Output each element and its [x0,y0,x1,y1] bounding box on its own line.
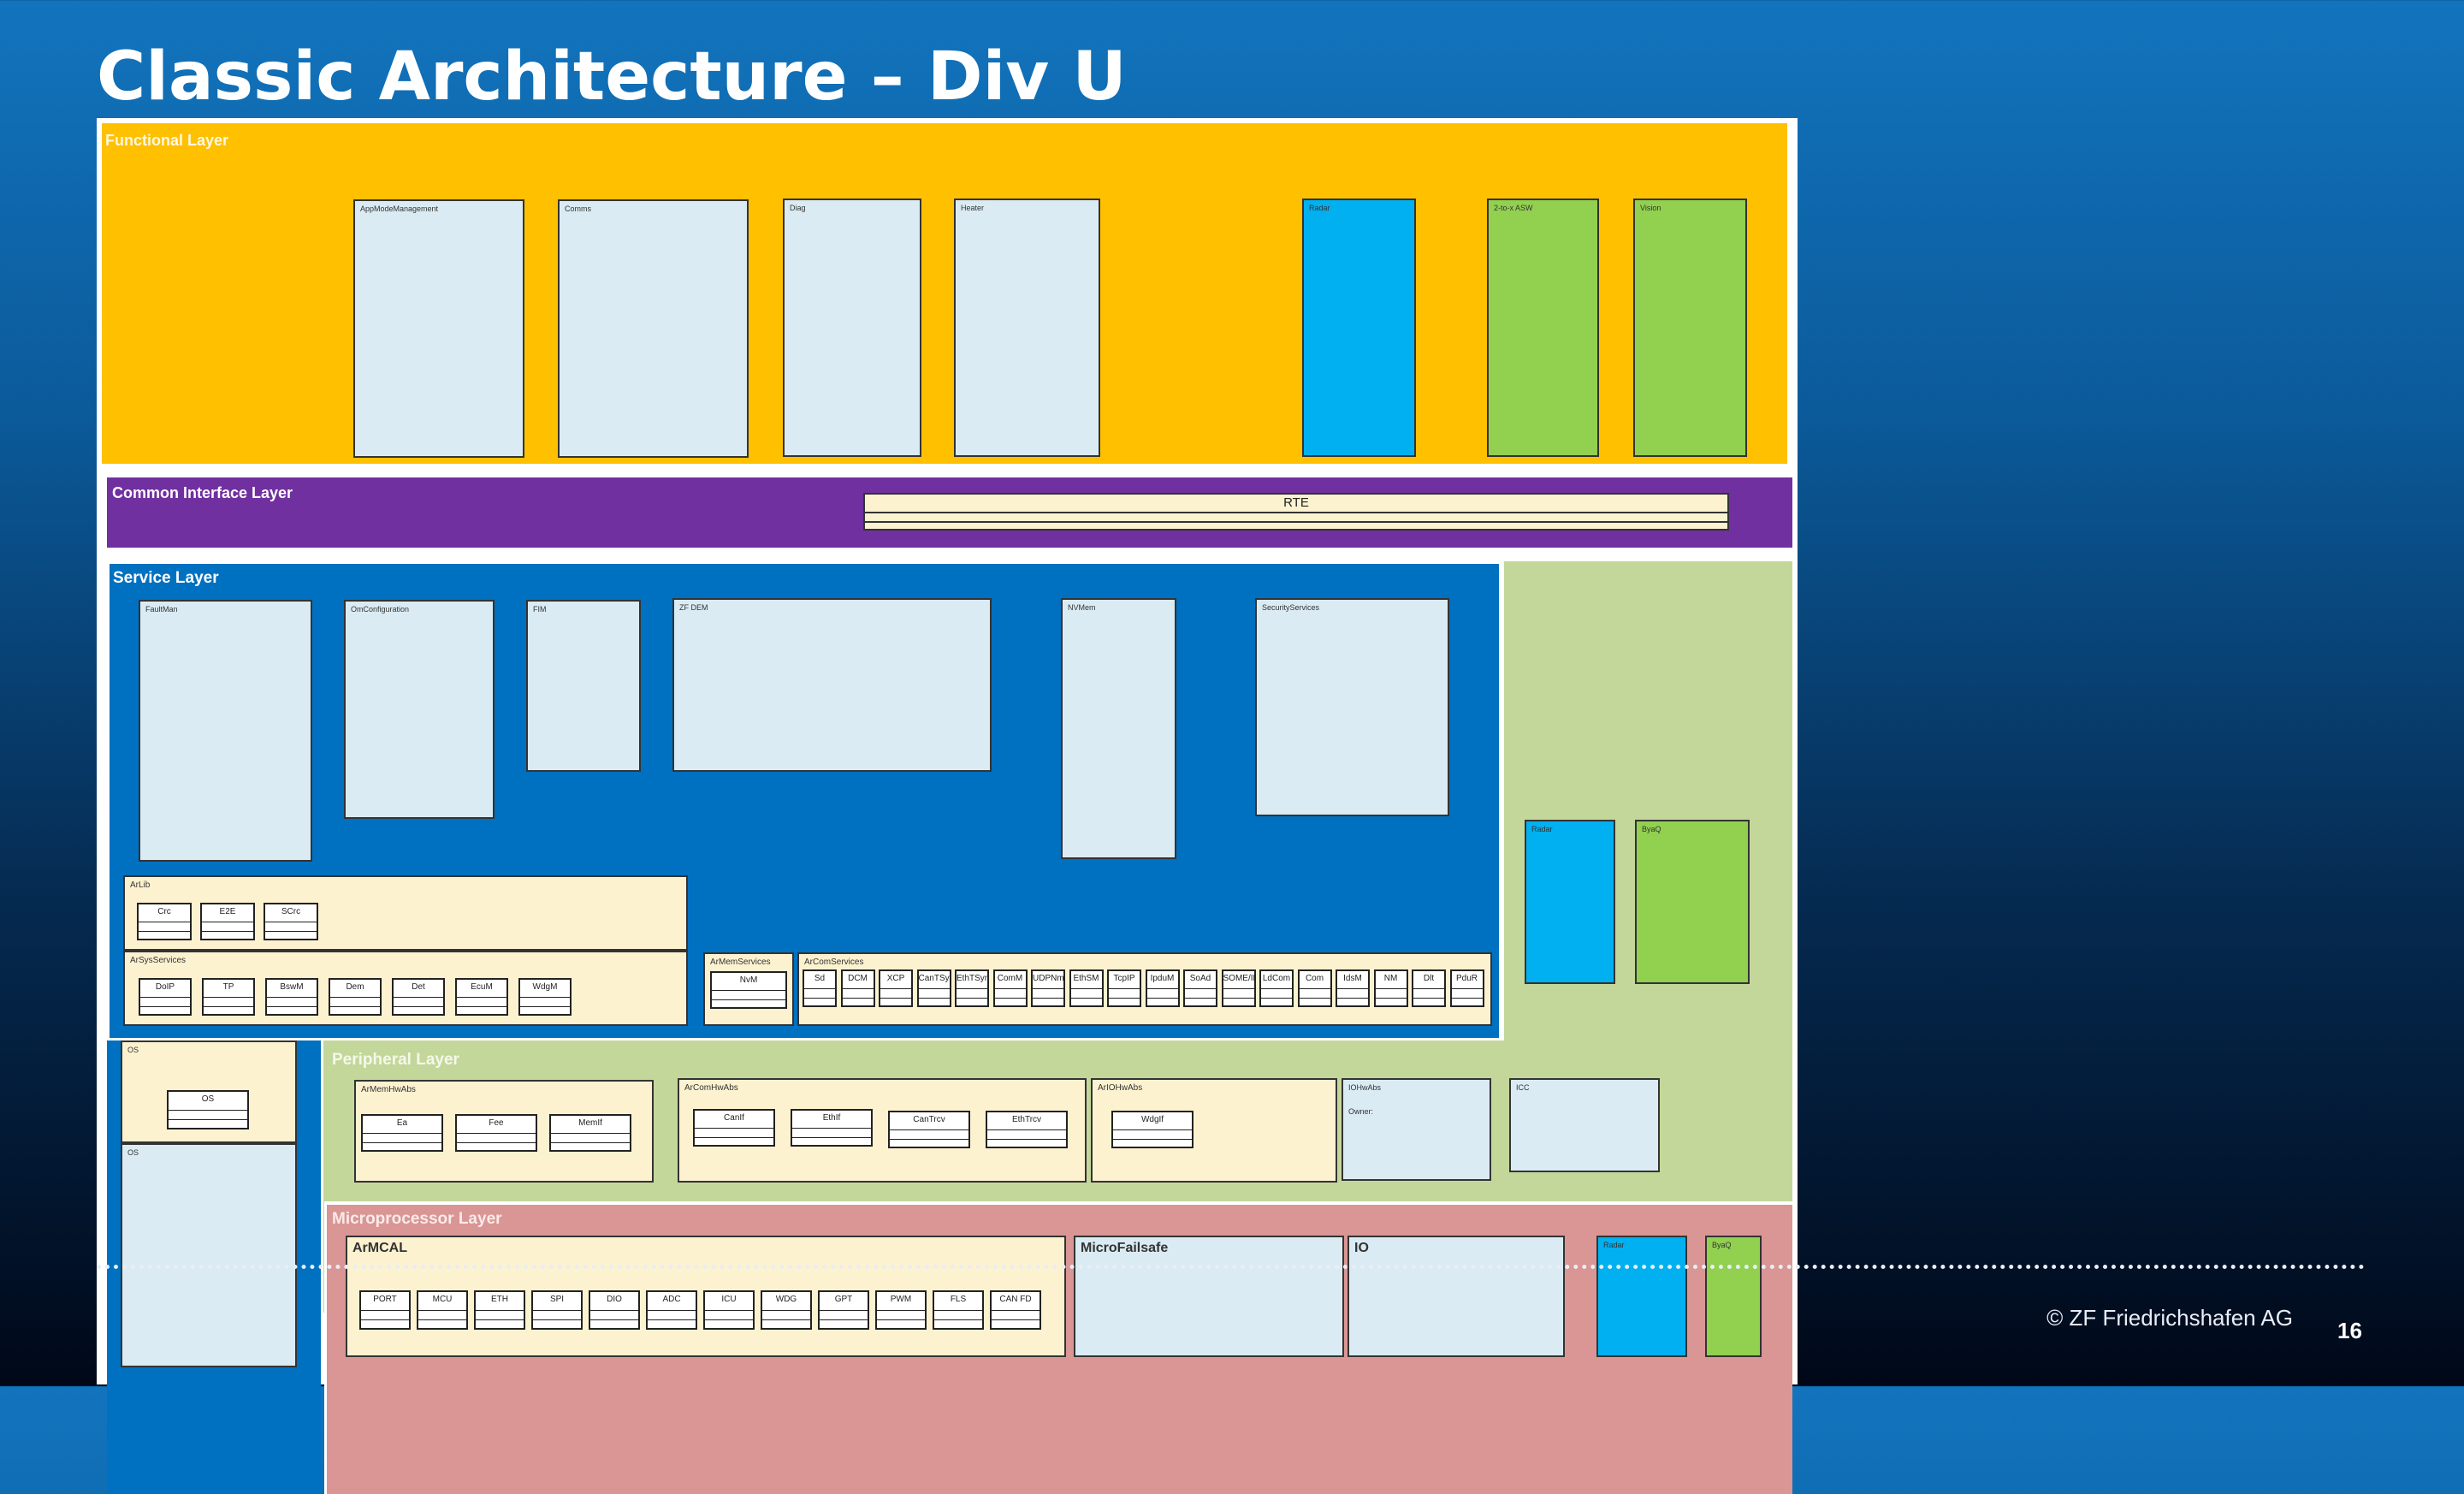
footer-divider [97,1265,2366,1269]
os-top-box: OS OS [121,1040,297,1143]
service-side-area: Radar ByaQ [1504,561,1792,1040]
module-ethif: EthIf [791,1109,873,1147]
component-2-to-x-asw: 2-to-x ASW [1487,199,1599,457]
microfailsafe-box: MicroFailsafe [1074,1236,1344,1357]
ariohwabs-group: ArIOHwAbs WdgIf [1091,1078,1337,1183]
module-e2e: E2E [200,903,255,940]
component-securityservices: SecurityServices [1255,598,1449,816]
component-diag: Diag [783,199,921,457]
service-layer-label: Service Layer [113,569,219,587]
armem-group: ArMemServices NvM [703,952,794,1026]
module-ethsm: EthSM [1069,969,1104,1007]
microprocessor-layer-label: Microprocessor Layer [332,1210,502,1228]
component-vision: Vision [1633,199,1747,457]
module-some-ip: SOME/IP [1221,969,1256,1007]
module-scrc: SCrc [264,903,318,940]
module-pdur: PduR [1449,969,1484,1007]
module-tp: TP [202,978,255,1016]
component-omconfiguration: OmConfiguration [344,600,495,819]
module-eth: ETH [474,1290,525,1330]
micro-radar: Radar [1596,1236,1687,1357]
module-dem: Dem [329,978,382,1016]
module-nm: NM [1373,969,1408,1007]
component-fim: FIM [526,600,641,772]
module-dcm: DCM [840,969,875,1007]
architecture-diagram: Functional Layer AppModeManagement Comms… [97,118,1798,1494]
module-fee: Fee [455,1114,537,1152]
module-udpnm: UDPNm [1031,969,1065,1007]
module-ecum: EcuM [455,978,508,1016]
module-mcu: MCU [417,1290,468,1330]
module-soad: SoAd [1183,969,1217,1007]
io-box: IO [1348,1236,1565,1357]
functional-layer: Functional Layer AppModeManagement Comms… [102,123,1787,464]
component-radar: Radar [1302,199,1416,457]
module-os: OS [167,1090,249,1129]
module-xcp: XCP [879,969,913,1007]
module-cantsyn: CanTSyn [916,969,951,1007]
common-interface-layer: Common Interface Layer RTE [107,477,1792,548]
module-det: Det [392,978,445,1016]
module-com: Com [1297,969,1332,1007]
page-title: Classic Architecture – Div U [97,39,1127,116]
module-idsm: IdsM [1336,969,1370,1007]
module-dlt: Dlt [1412,969,1446,1007]
arcomhwabs-group: ArComHwAbs CanIf EthIf CanTrcv EthTrcv [678,1078,1087,1183]
component-comms: Comms [558,199,749,458]
module-dio: DIO [589,1290,640,1330]
component-appmodemanagement: AppModeManagement [353,199,524,458]
module-wdgif: WdgIf [1111,1111,1194,1148]
module-nvm: NvM [710,971,787,1009]
service-byaq: ByaQ [1635,820,1750,984]
module-comm: ComM [992,969,1028,1007]
peripheral-layer-label: Peripheral Layer [332,1051,459,1069]
module-doip: DoIP [139,978,192,1016]
icc-box: ICC [1509,1078,1660,1172]
module-pwm: PWM [875,1290,927,1330]
copyright-text: © ZF Friedrichshafen AG [2046,1305,2293,1331]
module-bswm: BswM [265,978,318,1016]
module-gpt: GPT [818,1290,869,1330]
module-wdg: WDG [761,1290,812,1330]
functional-layer-label: Functional Layer [105,132,229,149]
arcom-group: ArComServices SdDCMXCPCanTSynEthTSynComM… [797,952,1492,1026]
module-tcpip: TcpIP [1107,969,1141,1007]
module-adc: ADC [646,1290,697,1330]
module-ldcom: LdCom [1259,969,1294,1007]
component-heater: Heater [954,199,1100,457]
module-canif: CanIf [693,1109,775,1147]
module-memif: MemIf [549,1114,631,1152]
module-crc: Crc [137,903,192,940]
rte-bar: RTE [863,493,1729,531]
iohwabs-box: IOHwAbs Owner: [1342,1078,1491,1181]
module-sd: Sd [803,969,837,1007]
module-ethtrcv: EthTrcv [986,1111,1068,1148]
service-radar: Radar [1525,820,1615,984]
module-cantrcv: CanTrcv [888,1111,970,1148]
module-icu: ICU [703,1290,755,1330]
component-nvmem: NVMem [1061,598,1176,859]
armemhwabs-group: ArMemHwAbs Ea Fee MemIf [354,1080,654,1183]
module-port: PORT [359,1290,411,1330]
module-fls: FLS [933,1290,984,1330]
module-can-fd: CAN FD [990,1290,1041,1330]
service-layer: Service Layer FaultMan OmConfiguration F… [107,561,1502,1040]
common-interface-layer-label: Common Interface Layer [112,484,293,501]
os-bottom-box: OS [121,1143,297,1367]
module-ethtsyn: EthTSyn [955,969,989,1007]
component-zf-dem: ZF DEM [672,598,992,772]
micro-byaq: ByaQ [1705,1236,1762,1357]
module-wdgm: WdgM [518,978,572,1016]
component-faultman: FaultMan [139,600,312,862]
module-ipdum: IpduM [1145,969,1180,1007]
arlib-group: ArLib Crc E2E SCrc [123,875,688,951]
page-number: 16 [2337,1318,2362,1343]
module-ea: Ea [361,1114,443,1152]
module-spi: SPI [531,1290,583,1330]
